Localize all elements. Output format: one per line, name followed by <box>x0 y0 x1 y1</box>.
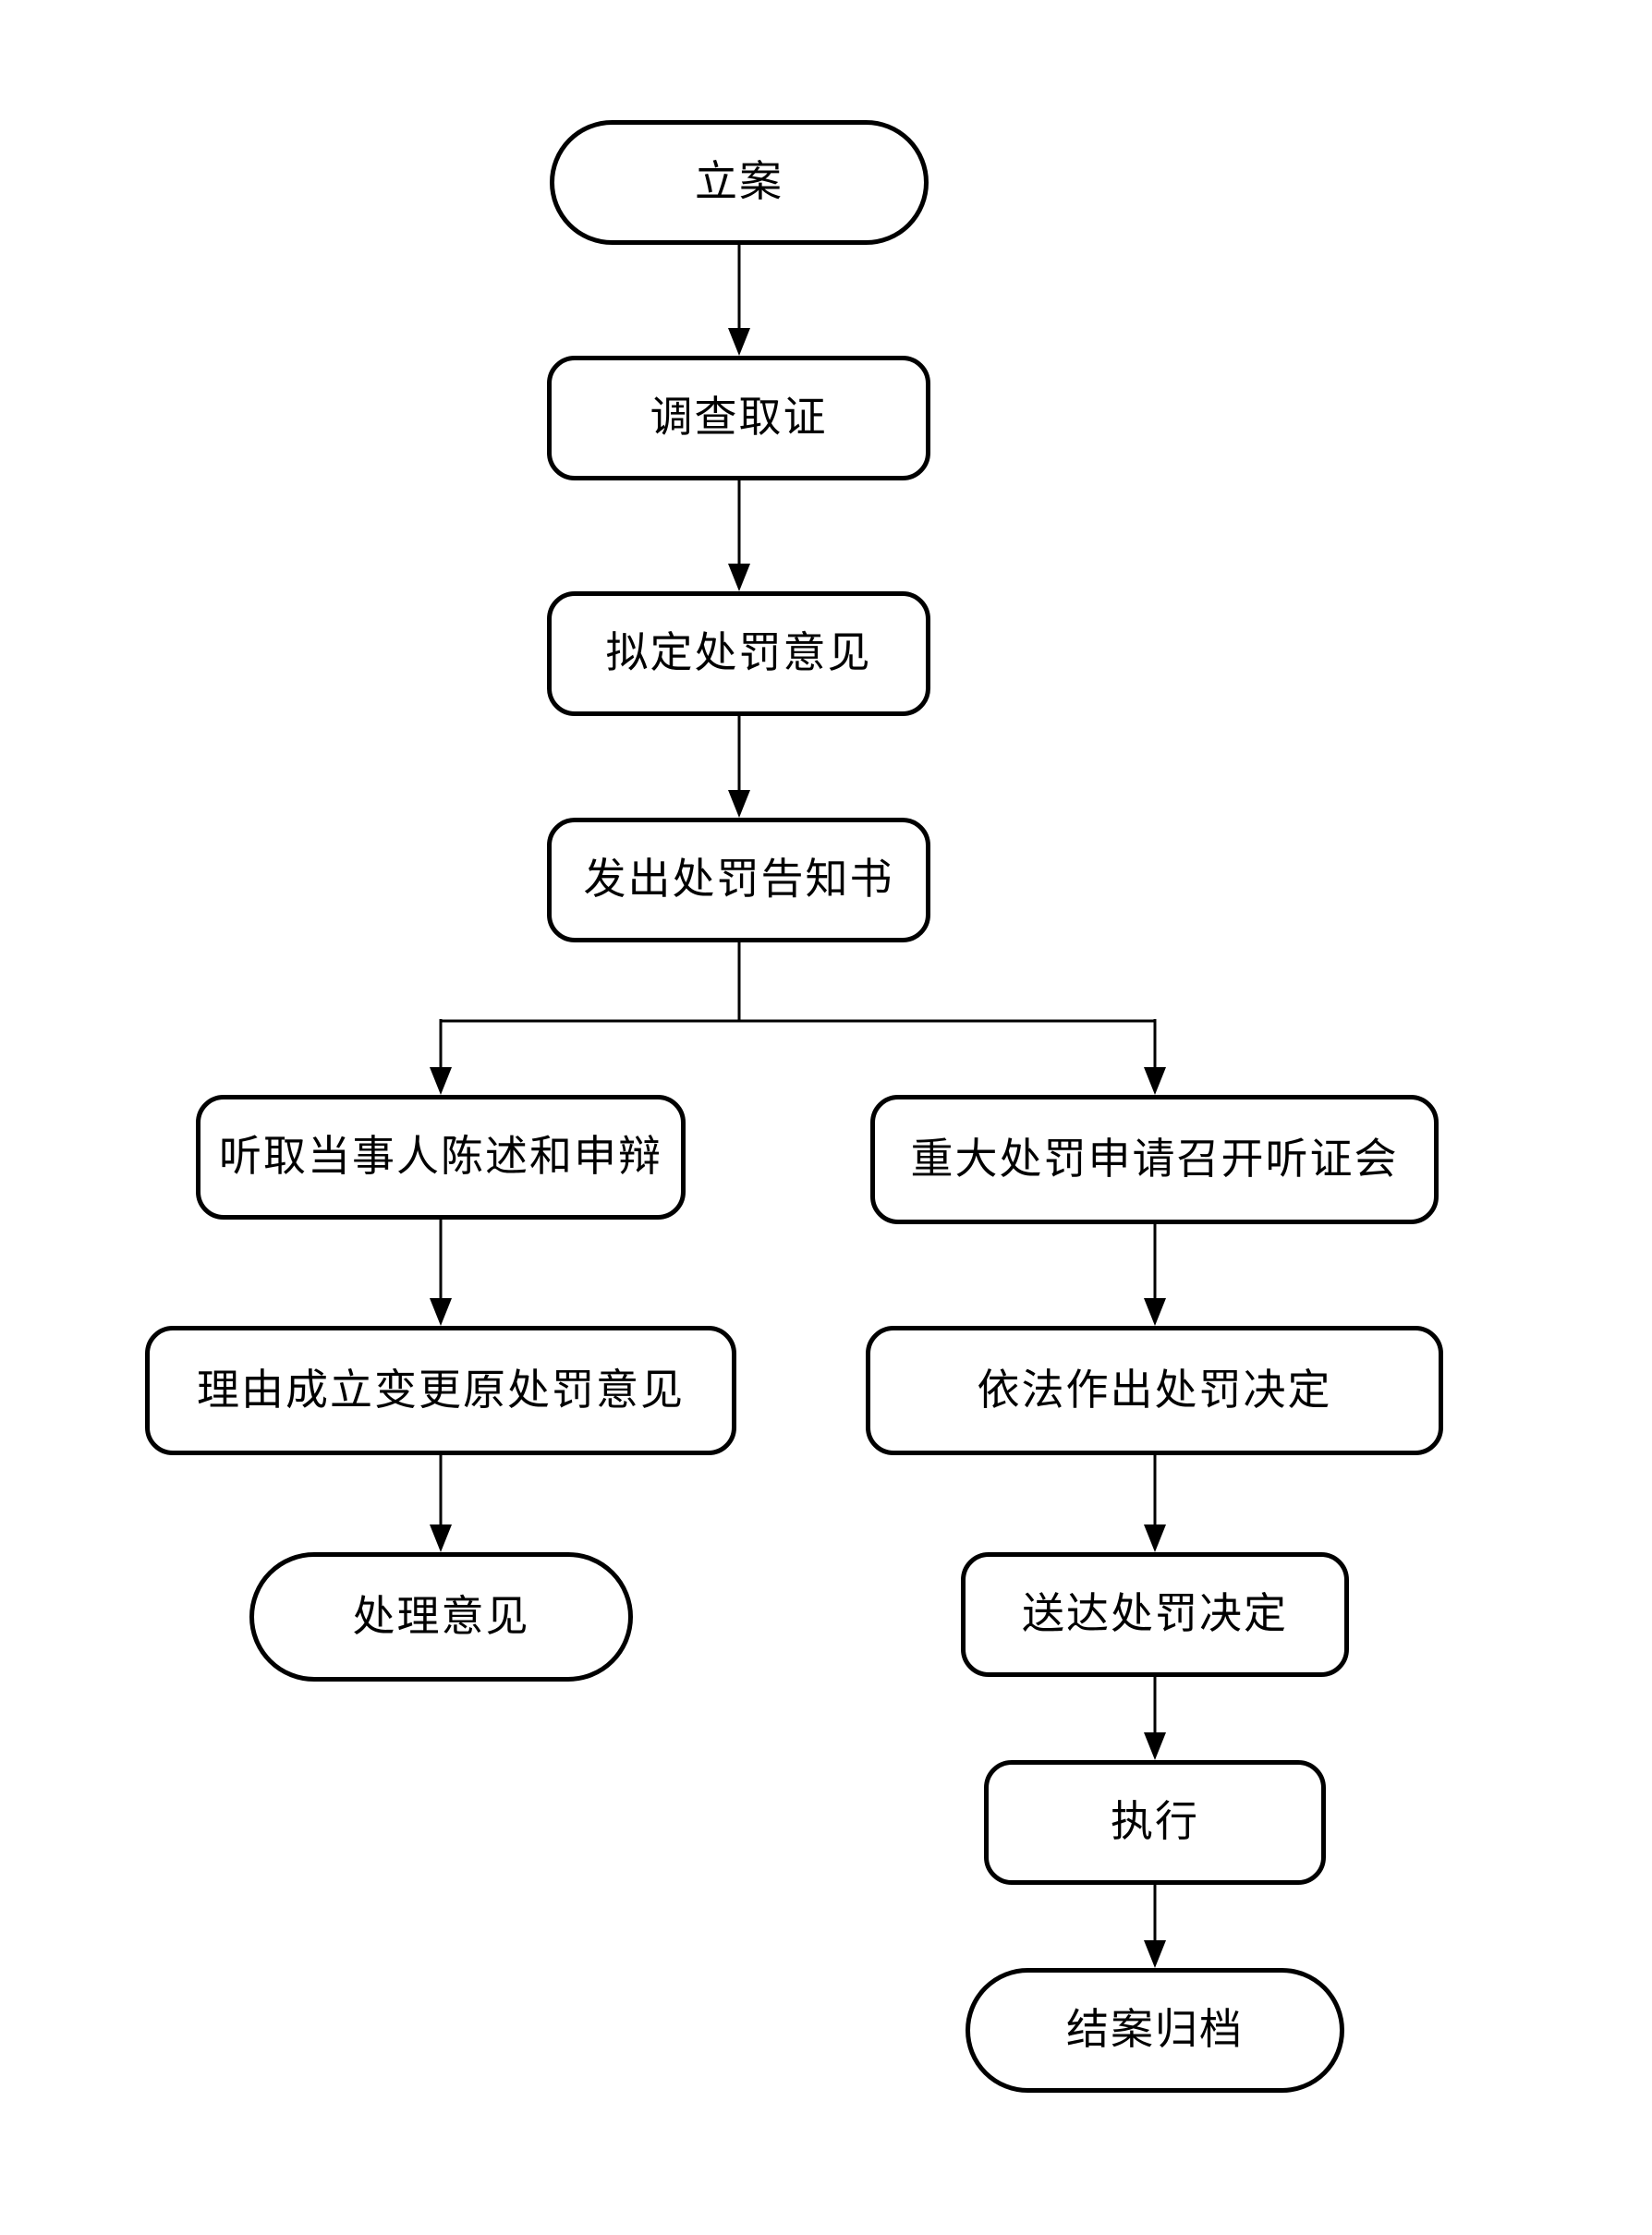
node-close-case-archive-label: 结案归档 <box>1066 2006 1244 2054</box>
arrowhead-execute-to-archive <box>1144 1940 1166 1968</box>
node-issue-penalty-notice: 发出处罚告知书 <box>547 818 930 942</box>
node-case-filing: 立案 <box>550 120 929 245</box>
node-hear-statement-defense: 听取当事人陈述和申辩 <box>196 1095 686 1220</box>
node-execution: 执行 <box>984 1760 1326 1885</box>
node-make-penalty-decision-label: 依法作出处罚决定 <box>977 1366 1332 1414</box>
node-handling-opinion: 处理意见 <box>249 1552 633 1682</box>
node-investigation-evidence: 调查取证 <box>547 356 930 480</box>
arrowhead-hear-to-change <box>430 1298 452 1326</box>
arrowhead-change-to-opinion <box>430 1524 452 1552</box>
node-case-filing-label: 立案 <box>695 158 783 206</box>
node-make-penalty-decision: 依法作出处罚决定 <box>866 1326 1443 1455</box>
arrowhead-branch-to-hear <box>430 1067 452 1095</box>
arrowhead-branch-to-hearing <box>1144 1067 1166 1095</box>
node-major-penalty-hearing: 重大处罚申请召开听证会 <box>870 1095 1439 1224</box>
node-close-case-archive: 结案归档 <box>966 1968 1344 2093</box>
arrowhead-start-to-investigate <box>728 328 750 356</box>
node-change-original-opinion-label: 理由成立变更原处罚意见 <box>197 1366 685 1414</box>
node-major-penalty-hearing-label: 重大处罚申请召开听证会 <box>910 1135 1399 1183</box>
arrowhead-deliver-to-execute <box>1144 1732 1166 1760</box>
arrowhead-investigate-to-draft <box>728 564 750 591</box>
node-hear-statement-defense-label: 听取当事人陈述和申辩 <box>219 1133 662 1181</box>
arrowhead-decide-to-deliver <box>1144 1524 1166 1552</box>
node-draft-penalty-opinion-label: 拟定处罚意见 <box>605 629 872 677</box>
arrowhead-draft-to-notice <box>728 790 750 818</box>
node-issue-penalty-notice-label: 发出处罚告知书 <box>583 856 894 904</box>
node-deliver-penalty-decision: 送达处罚决定 <box>961 1552 1349 1677</box>
node-execution-label: 执行 <box>1111 1798 1199 1846</box>
arrowhead-hearing-to-decide <box>1144 1298 1166 1326</box>
node-handling-opinion-label: 处理意见 <box>352 1592 530 1640</box>
node-investigation-evidence-label: 调查取证 <box>650 394 828 442</box>
node-change-original-opinion: 理由成立变更原处罚意见 <box>145 1326 736 1455</box>
node-deliver-penalty-decision-label: 送达处罚决定 <box>1022 1590 1288 1638</box>
node-draft-penalty-opinion: 拟定处罚意见 <box>547 591 930 716</box>
